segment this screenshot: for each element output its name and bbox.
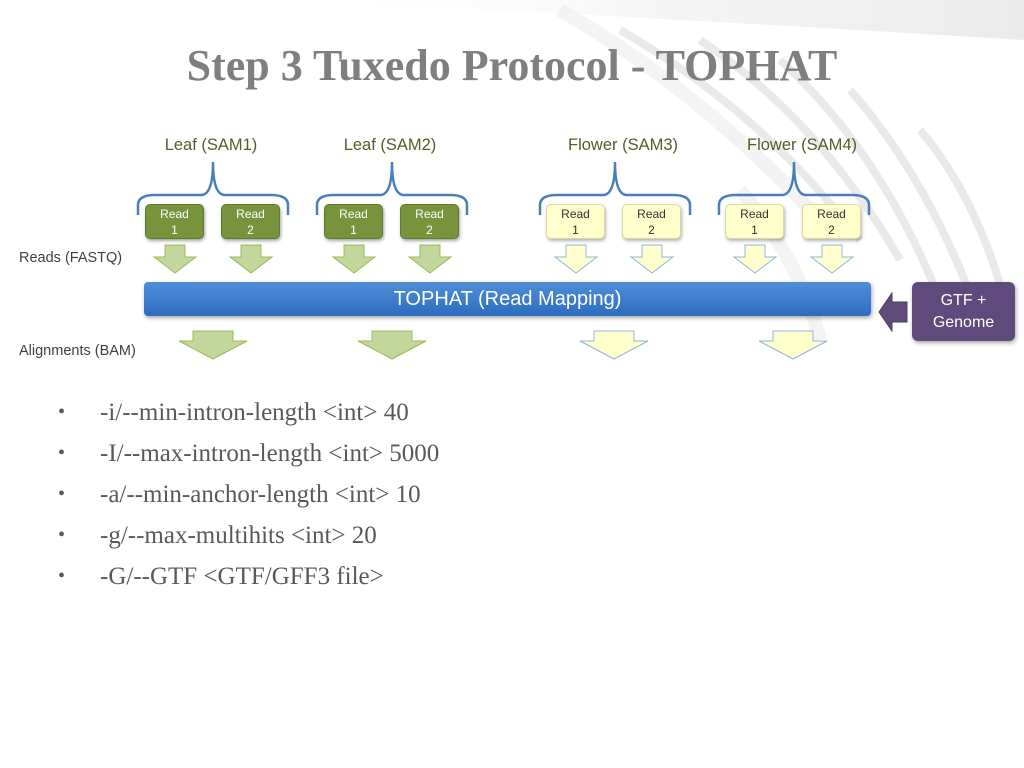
read-number: 1: [350, 222, 357, 237]
parameter-list: • -i/--min-intron-length <int> 40 • -I/--m…: [58, 392, 439, 597]
tophat-bar: TOPHAT (Read Mapping): [144, 282, 871, 316]
read-number: 1: [171, 222, 178, 237]
read-label: Read: [561, 206, 590, 221]
down-arrow-icon: [809, 244, 855, 274]
read-number: 2: [426, 222, 433, 237]
list-item: • -a/--min-anchor-length <int> 10: [58, 474, 439, 515]
reads-row-label: Reads (FASTQ): [19, 250, 123, 266]
sample-label-sam3: Flower (SAM3): [567, 136, 678, 154]
bullet-icon: •: [58, 442, 66, 464]
list-item-text: -a/--min-anchor-length <int> 10: [100, 481, 421, 508]
list-item-text: -g/--max-multihits <int> 20: [100, 522, 377, 549]
sample-bracket: [136, 161, 290, 215]
page-title: Step 3 Tuxedo Protocol - TOPHAT: [186, 41, 838, 90]
read-number: 1: [572, 222, 579, 237]
list-item-text: -I/--max-intron-length <int> 5000: [100, 440, 440, 467]
read-label: Read: [637, 206, 666, 221]
sample-label-sam2: Leaf (SAM2): [343, 136, 437, 154]
alignments-row-label: Alignments (BAM): [19, 343, 136, 359]
bullet-icon: •: [58, 565, 66, 587]
read-number: 1: [751, 222, 758, 237]
sample-bracket: [538, 161, 692, 215]
list-item: • -G/--GTF <GTF/GFF3 file>: [58, 556, 439, 597]
read-label: Read: [740, 206, 769, 221]
read-label: Read: [817, 206, 846, 221]
bullet-icon: •: [58, 401, 66, 423]
read-number: 2: [648, 222, 655, 237]
read-label: Read: [339, 206, 368, 221]
sample-bracket: [315, 161, 469, 215]
gtf-label: GTF +: [940, 291, 987, 309]
sample-label-sam4: Flower (SAM4): [746, 136, 857, 154]
down-arrow-icon: [758, 330, 828, 360]
list-item-text: -G/--GTF <GTF/GFF3 file>: [100, 563, 384, 590]
down-arrow-icon: [579, 330, 649, 360]
read-label: Read: [236, 206, 265, 221]
read-label: Read: [160, 206, 189, 221]
list-item-text: -i/--min-intron-length <int> 40: [100, 399, 409, 426]
down-arrow-icon: [629, 244, 675, 274]
gtf-genome-box: GTF + Genome: [912, 282, 1015, 341]
down-arrow-icon: [732, 244, 778, 274]
sample-bracket: [717, 161, 871, 215]
list-item: • -g/--max-multihits <int> 20: [58, 515, 439, 556]
bullet-icon: •: [58, 524, 66, 546]
list-item: • -i/--min-intron-length <int> 40: [58, 392, 439, 433]
read-label: Read: [415, 206, 444, 221]
read-number: 2: [828, 222, 835, 237]
read-number: 2: [247, 222, 254, 237]
left-arrow-icon: [878, 292, 908, 332]
sample-label-sam1: Leaf (SAM1): [164, 136, 258, 154]
down-arrow-icon: [228, 244, 274, 274]
down-arrow-icon: [553, 244, 599, 274]
down-arrow-icon: [407, 244, 453, 274]
list-item: • -I/--max-intron-length <int> 5000: [58, 433, 439, 474]
down-arrow-icon: [178, 330, 248, 360]
down-arrow-icon: [357, 330, 427, 360]
genome-label: Genome: [932, 313, 995, 331]
down-arrow-icon: [331, 244, 377, 274]
down-arrow-icon: [152, 244, 198, 274]
bullet-icon: •: [58, 483, 66, 505]
